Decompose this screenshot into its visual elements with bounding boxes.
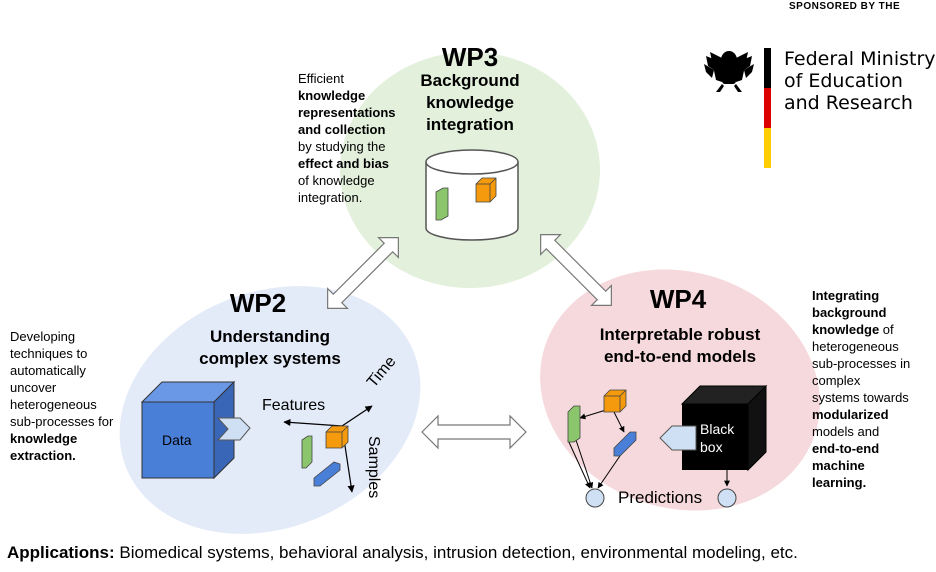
model-orange-cube-icon bbox=[603, 389, 627, 413]
ministry-line-1: Federal Ministry bbox=[784, 48, 936, 70]
wp3-desc-line: integration. bbox=[298, 190, 363, 205]
wp3-subtitle-line: Background bbox=[420, 71, 520, 90]
applications-text: Biomedical systems, behavioral analysis,… bbox=[114, 543, 798, 562]
wp4-desc-line: complex bbox=[812, 373, 861, 388]
wp4-title: WP4 bbox=[649, 284, 707, 314]
wp3-desc-line: effect and bias bbox=[298, 156, 390, 171]
wp2-desc-line: uncover bbox=[10, 380, 57, 395]
double-arrow-wp3-wp4 bbox=[540, 234, 612, 306]
wp2-desc-line: sub-processes for bbox=[10, 414, 114, 429]
feature-blue-bar-icon bbox=[313, 461, 341, 487]
black-box-label: Black box bbox=[700, 420, 734, 456]
wp3-desc-line: of knowledge bbox=[298, 173, 375, 188]
wp4-subtitle: Interpretable robust end-to-end models bbox=[580, 324, 780, 368]
wp3-desc-line: by studying the bbox=[298, 139, 386, 154]
model-blue-bar-icon bbox=[613, 431, 637, 457]
wp4-description: Integrating background knowledge of hete… bbox=[812, 287, 932, 491]
applications-line: Applications: Biomedical systems, behavi… bbox=[7, 543, 798, 563]
model-green-bar-icon bbox=[567, 405, 581, 443]
wp3-subtitle-line: integration bbox=[426, 115, 514, 134]
wp4-desc-line: modularized bbox=[812, 407, 889, 422]
wp4-desc-line: end-to-end bbox=[812, 441, 880, 456]
wp4-desc-line: heterogeneous bbox=[812, 339, 899, 354]
flag-stripe-red bbox=[764, 88, 771, 128]
feature-orange-cube-icon bbox=[325, 425, 349, 449]
black-box-label-line: box bbox=[700, 439, 723, 455]
prediction-node-left bbox=[585, 488, 605, 508]
wp4-desc-line: machine bbox=[812, 458, 865, 473]
wp2-desc-line: automatically bbox=[10, 363, 86, 378]
wp4-subtitle-line: Interpretable robust bbox=[599, 325, 761, 344]
wp2-subtitle: Understanding complex systems bbox=[180, 326, 360, 370]
wp4-desc-line: learning. bbox=[812, 475, 867, 490]
ministry-line-3: and Research bbox=[784, 92, 913, 114]
double-arrow-wp2-wp3 bbox=[327, 237, 399, 309]
data-output-arrow-icon bbox=[216, 417, 251, 441]
wp4-desc-rest-part: of bbox=[879, 322, 894, 337]
black-box-label-line: Black bbox=[700, 421, 735, 437]
wp2-title: WP2 bbox=[229, 288, 287, 318]
samples-label: Samples bbox=[365, 436, 382, 499]
database-cylinder-icon bbox=[425, 149, 519, 241]
wp4-desc-line: models and bbox=[812, 424, 880, 439]
ministry-line-2: of Education bbox=[784, 70, 903, 92]
wp3-desc-line: knowledge bbox=[298, 88, 366, 103]
wp2-desc-line: heterogeneous bbox=[10, 397, 97, 412]
flag-stripe-black bbox=[764, 48, 771, 88]
wp4-desc-line: systems towards bbox=[812, 390, 909, 405]
wp2-description: Developing techniques to automatically u… bbox=[10, 328, 160, 464]
ministry-name: Federal Ministry of Education and Resear… bbox=[784, 48, 936, 114]
flag-stripe-gold bbox=[764, 128, 771, 168]
wp2-desc-line: techniques to bbox=[10, 346, 88, 361]
data-cube-icon bbox=[140, 380, 236, 480]
wp3-description: Efficient knowledge representations and … bbox=[298, 70, 418, 206]
wp3-subtitle: Background knowledge integration bbox=[400, 70, 540, 136]
data-cube-label: Data bbox=[162, 432, 192, 448]
wp3-desc-line: representations bbox=[298, 105, 396, 120]
wp3-title: WP3 bbox=[441, 42, 499, 72]
prediction-node-right bbox=[717, 488, 737, 508]
federal-eagle-icon bbox=[704, 51, 754, 92]
wp3-desc-line: and collection bbox=[298, 122, 386, 137]
wp2-subtitle-line: complex systems bbox=[199, 349, 341, 368]
wp3-desc-line: Efficient bbox=[298, 71, 345, 86]
wp3-subtitle-line: knowledge bbox=[426, 93, 514, 112]
double-arrow-wp2-wp4 bbox=[421, 414, 527, 450]
sponsor-label: SPONSORED BY THE bbox=[789, 1, 901, 12]
predictions-label: Predictions bbox=[618, 488, 703, 507]
wp4-desc-bold-part: knowledge bbox=[812, 322, 880, 337]
wp2-desc-line: knowledge bbox=[10, 431, 78, 446]
applications-label: Applications: bbox=[7, 543, 115, 562]
blackbox-input-arrow-icon bbox=[659, 425, 697, 451]
wp4-desc-line: Integrating bbox=[812, 288, 880, 303]
wp4-desc-line: knowledge of bbox=[812, 321, 932, 338]
wp4-desc-line: sub-processes in bbox=[812, 356, 911, 371]
wp4-subtitle-line: end-to-end models bbox=[603, 347, 757, 366]
features-label: Features bbox=[262, 397, 326, 414]
wp2-subtitle-line: Understanding bbox=[210, 327, 330, 346]
feature-green-bar-icon bbox=[301, 435, 313, 469]
wp2-desc-line: extraction. bbox=[10, 448, 76, 463]
wp4-desc-line: background bbox=[812, 305, 887, 320]
wp2-desc-line: Developing bbox=[10, 329, 76, 344]
model-connections bbox=[567, 409, 625, 489]
